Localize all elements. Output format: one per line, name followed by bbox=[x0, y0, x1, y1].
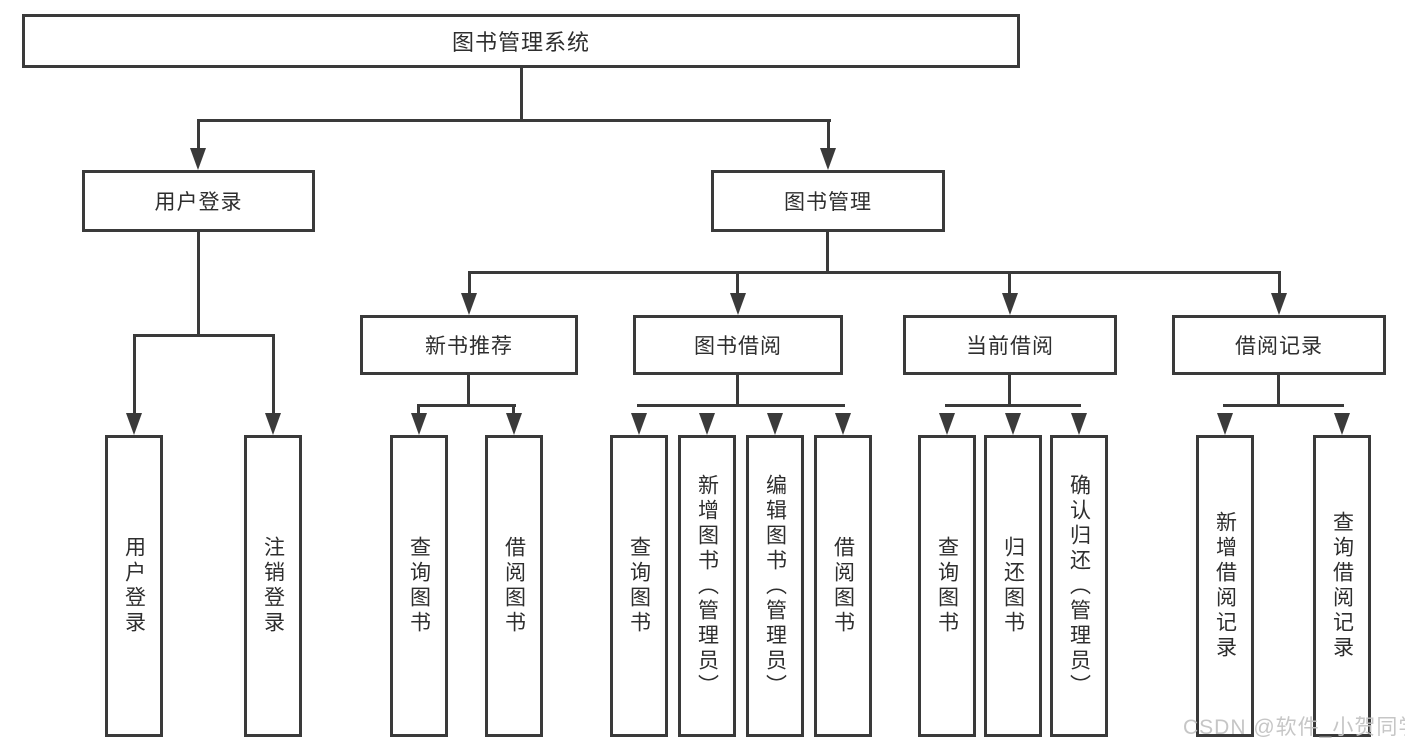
connector-to-new-book-rec bbox=[468, 271, 471, 297]
node-new-book-recommendation: 新书推荐 bbox=[360, 315, 578, 375]
arrowhead-leaf-return-book bbox=[1005, 413, 1021, 435]
node-leaf-query-books-current: 查询图书 bbox=[918, 435, 976, 737]
arrowhead-leaf-add-book bbox=[699, 413, 715, 435]
node-leaf-query-borrow-record: 查询借阅记录 bbox=[1313, 435, 1371, 737]
connector-root-to-user-login bbox=[197, 119, 200, 152]
arrowhead-book-mgmt bbox=[820, 148, 836, 170]
arrowhead-leaf-query-book-current bbox=[939, 413, 955, 435]
connector-book-mgmt-bar bbox=[468, 271, 1281, 274]
connector-user-login-stem bbox=[197, 230, 200, 336]
connector-borrow-record-bar bbox=[1223, 404, 1344, 407]
node-leaf-user-login: 用户登录 bbox=[105, 435, 163, 737]
arrowhead-leaf-borrow-book-borrow bbox=[835, 413, 851, 435]
node-leaf-return-book: 归还图书 bbox=[984, 435, 1042, 737]
node-leaf-confirm-return-admin: 确认归还（管理员） bbox=[1050, 435, 1108, 737]
node-current-borrowing: 当前借阅 bbox=[903, 315, 1117, 375]
node-leaf-add-book-admin: 新增图书（管理员） bbox=[678, 435, 736, 737]
arrowhead-leaf-borrow-book-rec bbox=[506, 413, 522, 435]
node-user-login: 用户登录 bbox=[82, 170, 315, 232]
connector-user-login-bar bbox=[133, 334, 275, 337]
connector-root-to-book-mgmt bbox=[827, 119, 830, 152]
connector-book-borrow-bar bbox=[637, 404, 845, 407]
node-leaf-borrow-books-borrow: 借阅图书 bbox=[814, 435, 872, 737]
arrowhead-leaf-query-borrow-record bbox=[1334, 413, 1350, 435]
connector-current-borrow-stem bbox=[1008, 373, 1011, 407]
arrowhead-leaf-add-borrow-record bbox=[1217, 413, 1233, 435]
node-library-management-system: 图书管理系统 bbox=[22, 14, 1020, 68]
connector-to-borrow-record bbox=[1278, 271, 1281, 297]
connector-book-borrow-stem bbox=[736, 373, 739, 407]
arrowhead-borrow-record bbox=[1271, 293, 1287, 315]
node-leaf-edit-book-admin: 编辑图书（管理员） bbox=[746, 435, 804, 737]
connector-new-book-rec-bar bbox=[417, 404, 516, 407]
arrowhead-leaf-logout bbox=[265, 413, 281, 435]
arrowhead-new-book-rec bbox=[461, 293, 477, 315]
node-leaf-query-books-rec: 查询图书 bbox=[390, 435, 448, 737]
connector-to-current-borrow bbox=[1008, 271, 1011, 297]
connector-to-book-borrow bbox=[736, 271, 739, 297]
node-book-borrowing: 图书借阅 bbox=[633, 315, 843, 375]
csdn-watermark: CSDN @软件_小贺同学 bbox=[1183, 716, 1405, 739]
connector-new-book-rec-stem bbox=[467, 373, 470, 407]
node-leaf-query-books-borrow: 查询图书 bbox=[610, 435, 668, 737]
connector-to-leaf-user-login bbox=[133, 334, 136, 416]
arrowhead-current-borrow bbox=[1002, 293, 1018, 315]
connector-root-bar bbox=[197, 119, 831, 122]
node-borrowing-records: 借阅记录 bbox=[1172, 315, 1386, 375]
connector-borrow-record-stem bbox=[1277, 373, 1280, 407]
connector-to-leaf-borrow-book-rec bbox=[512, 404, 515, 418]
connector-to-leaf-query-book-rec bbox=[417, 404, 420, 418]
node-leaf-borrow-books-rec: 借阅图书 bbox=[485, 435, 543, 737]
arrowhead-book-borrow bbox=[730, 293, 746, 315]
arrowhead-leaf-query-book-rec bbox=[411, 413, 427, 435]
node-book-management: 图书管理 bbox=[711, 170, 945, 232]
node-leaf-add-borrow-record: 新增借阅记录 bbox=[1196, 435, 1254, 737]
connector-book-mgmt-stem bbox=[826, 230, 829, 273]
arrowhead-user-login bbox=[190, 148, 206, 170]
arrowhead-leaf-edit-book bbox=[767, 413, 783, 435]
arrowhead-leaf-query-book-borrow bbox=[631, 413, 647, 435]
arrowhead-leaf-user-login bbox=[126, 413, 142, 435]
connector-root-stem bbox=[520, 66, 523, 122]
connector-current-borrow-bar bbox=[945, 404, 1081, 407]
connector-to-leaf-logout bbox=[272, 334, 275, 416]
arrowhead-leaf-confirm-return bbox=[1071, 413, 1087, 435]
node-leaf-logout: 注销登录 bbox=[244, 435, 302, 737]
